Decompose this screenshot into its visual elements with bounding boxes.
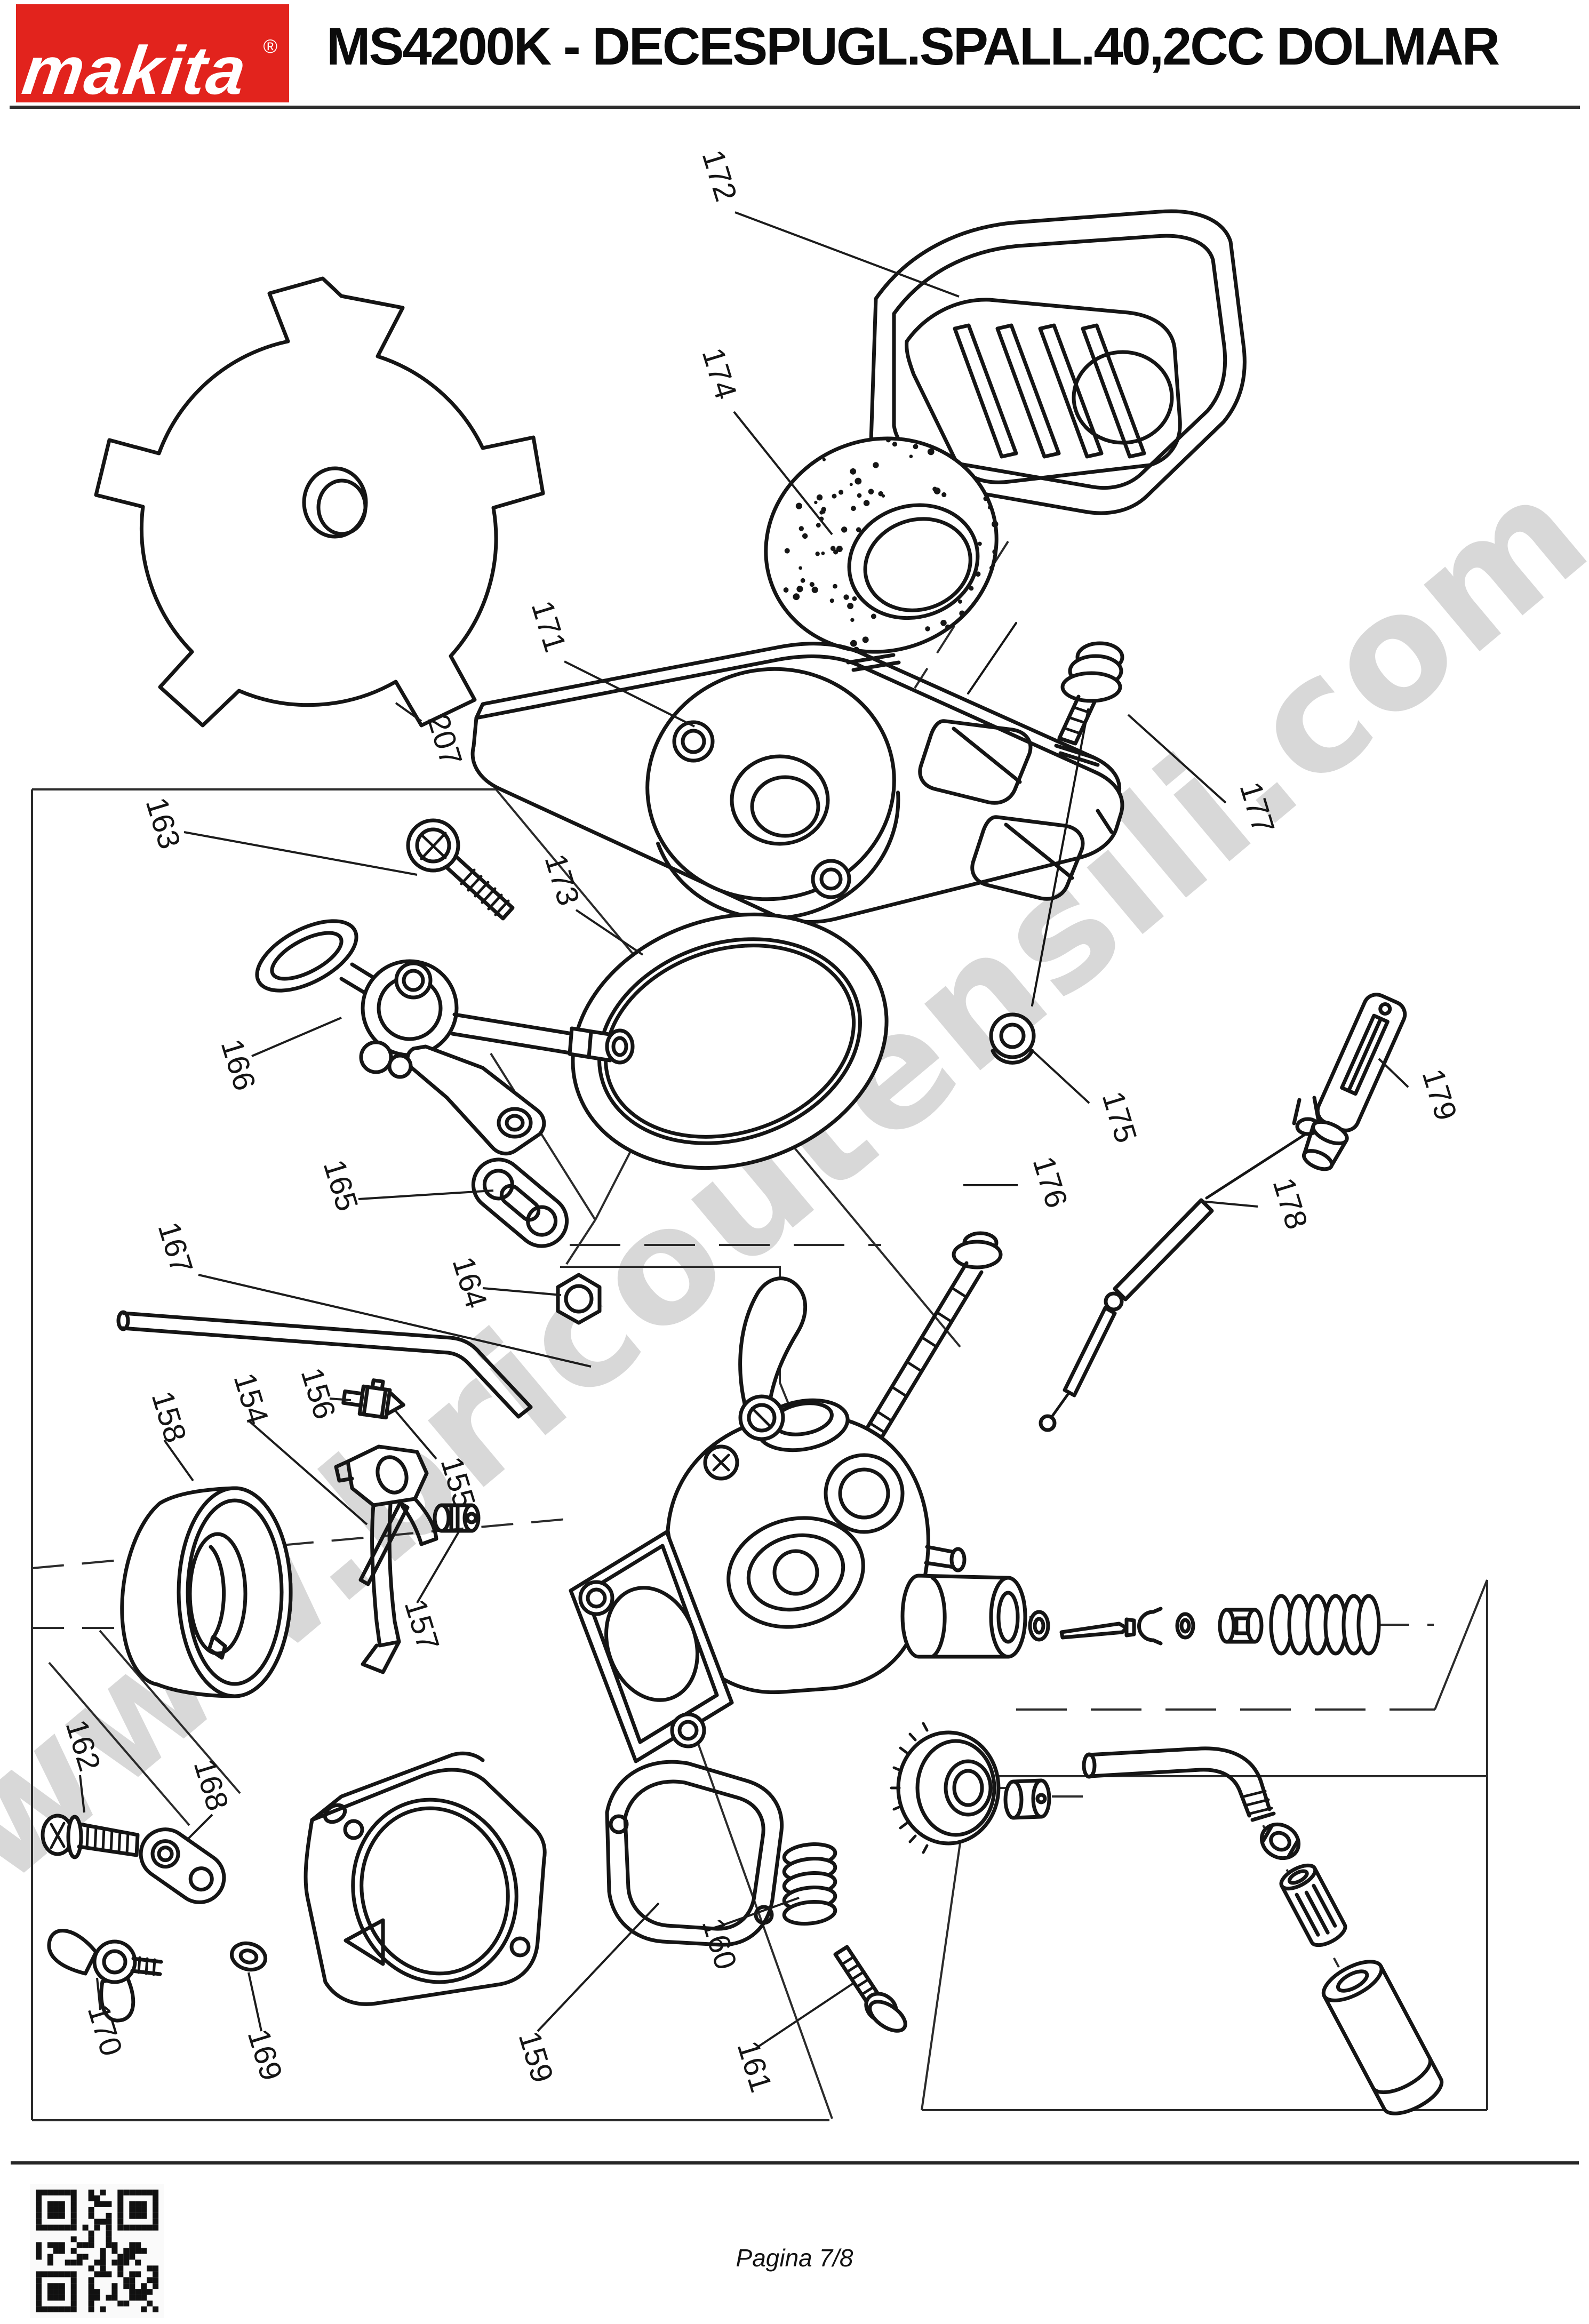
gasket-ring-173-drawing [571, 912, 889, 1170]
registered-trademark-icon: ® [263, 35, 277, 57]
part-label-207: 207 [420, 710, 468, 770]
part-label-173: 173 [538, 850, 586, 910]
blade-207-drawing [94, 276, 545, 728]
part-label-171: 171 [524, 597, 572, 657]
header-rule [10, 106, 1580, 109]
part-label-175: 175 [1095, 1088, 1143, 1147]
collet-drawing [1279, 1863, 1347, 1947]
fuel-filter-drawing [1321, 1960, 1444, 2115]
primer-cup-158-drawing [120, 1486, 293, 1698]
gasket-159-drawing [605, 1760, 784, 1947]
needle-valve-156-drawing [341, 1378, 405, 1420]
part-label-166: 166 [214, 1035, 262, 1095]
makita-logo: makita ® [16, 4, 289, 109]
part-label-158: 158 [145, 1387, 193, 1447]
page-title: MS4200K - DECESPUGL.SPALL.40,2CC DOLMAR [326, 17, 1500, 76]
part-label-157: 157 [397, 1595, 445, 1655]
screw-161-drawing [833, 1945, 907, 2033]
page-number: Pagina 7/8 [736, 2244, 853, 2272]
nut-164-drawing [556, 1273, 602, 1325]
part-label-174: 174 [695, 344, 743, 404]
qr-code-card [30, 2184, 164, 2318]
choke-slider-179-drawing [1301, 993, 1407, 1171]
carburetor-drawing [569, 1276, 967, 1763]
gasket-plate-165-drawing [471, 1157, 569, 1248]
bracket-168-drawing [139, 1827, 226, 1904]
pump-piston-drawing [900, 1574, 1027, 1659]
needle-and-spring-row-drawing [1028, 1594, 1381, 1656]
filter-base-plate-171-drawing [470, 642, 1124, 924]
throttle-cable-178-drawing [1039, 1096, 1321, 1432]
part-label-179: 179 [1415, 1065, 1463, 1125]
footer-rule [11, 2161, 1579, 2165]
wing-bolt-170-drawing [47, 1929, 163, 2023]
tank-knob-drawing [890, 1722, 1001, 1854]
part-label-172: 172 [695, 146, 743, 206]
part-label-169: 169 [241, 2025, 289, 2085]
part-label-164: 164 [445, 1253, 493, 1313]
part-label-159: 159 [512, 2027, 560, 2087]
part-label-161: 161 [730, 2037, 778, 2097]
metering-lever-drawing [334, 1444, 438, 1674]
part-label-176: 176 [1026, 1153, 1074, 1212]
fuel-tap-166-drawing [255, 919, 635, 1156]
pump-cover-drawing [304, 1751, 547, 2006]
screw-163-drawing [406, 818, 515, 921]
cap-drawing [1003, 1778, 1051, 1820]
part-label-167: 167 [151, 1218, 199, 1278]
nut-175-drawing [989, 1012, 1036, 1065]
spring-drawing [1269, 1594, 1381, 1656]
qr-code [36, 2190, 159, 2313]
elbow-pipe-drawing [1082, 1746, 1276, 1822]
screw-177-drawing [1057, 641, 1124, 746]
part-label-178: 178 [1266, 1174, 1314, 1234]
screw-162-drawing [41, 1814, 140, 1859]
long-screw-176-drawing [865, 1231, 1003, 1440]
air-filter-element-174-drawing [764, 436, 999, 654]
part-label-165: 165 [316, 1156, 364, 1216]
part-label-168: 168 [187, 1755, 235, 1815]
swivel-barrel-155-drawing [433, 1503, 481, 1533]
part-label-163: 163 [139, 794, 187, 853]
pipe-nut-drawing [1259, 1822, 1301, 1860]
part-label-156: 156 [294, 1364, 342, 1424]
fuel-pipe-167-drawing [116, 1310, 533, 1419]
part-drawings [41, 209, 1444, 2115]
spring-160-drawing [782, 1842, 837, 1926]
part-label-154: 154 [227, 1369, 275, 1429]
washer-169-drawing [229, 1941, 268, 1972]
leader-lines [79, 211, 1409, 2048]
